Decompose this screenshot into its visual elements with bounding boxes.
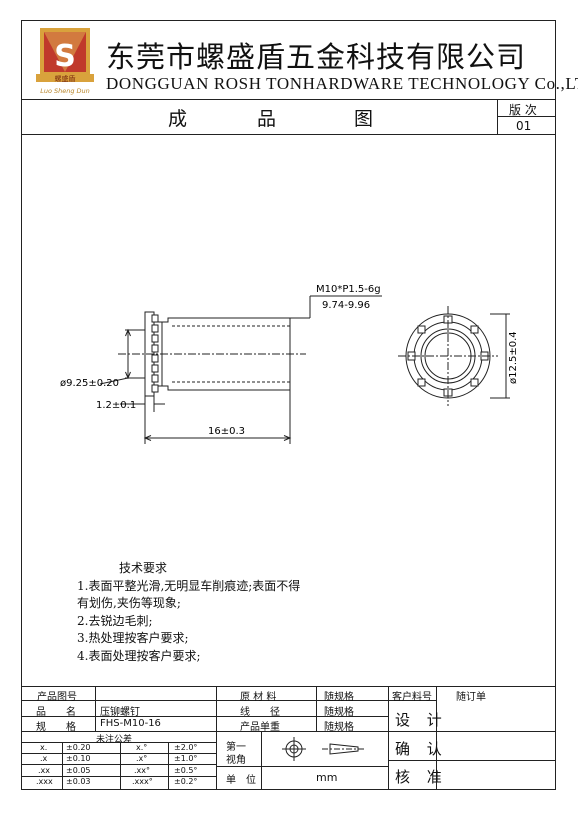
view-label-1: 第一	[226, 742, 246, 753]
thread-spec-label: M10*P1.5-6g	[316, 284, 381, 295]
outer-dia-label: ø12.5±0.4	[508, 331, 519, 384]
sheet-title-char-3: 图	[354, 108, 374, 130]
company-logo: S 螺盛盾 Luo Sheng Dun	[34, 26, 96, 98]
logo-text: 螺盛盾	[55, 74, 76, 83]
company-name-en: DONGGUAN ROSH TONHARDWARE TECHNOLOGY Co.…	[106, 74, 578, 93]
length-label: 16±0.3	[208, 426, 245, 437]
drawing-sheet-border	[21, 20, 556, 790]
approve-label: 核 准	[395, 768, 448, 786]
spec-label: 规 格	[36, 722, 76, 733]
sheet-title-char-2: 品	[257, 108, 277, 130]
header-divider	[21, 99, 556, 100]
part-drawing: M10*P1.5-6g 9.74-9.96 ø9.25±0.20 1.2±0.1…	[60, 284, 519, 444]
tol-row-1-d: ±2.0°	[174, 743, 198, 752]
customer-no-label: 客户料号	[392, 692, 432, 703]
customer-no-value: 随订单	[456, 692, 486, 703]
material-value: 随规格	[324, 692, 354, 703]
flange-thickness-label: 1.2±0.1	[96, 400, 136, 411]
name-label: 品 名	[36, 707, 76, 718]
version-label: 版 次	[509, 103, 537, 117]
unit-label: 单 位	[226, 775, 256, 786]
tol-row-4-a: .xxx	[36, 777, 53, 786]
tol-row-3-c: .xx°	[134, 766, 151, 775]
spec-value: FHS-M10-16	[100, 718, 161, 729]
tol-row-2-b: ±0.10	[66, 754, 91, 763]
view-label-2: 视角	[226, 755, 246, 766]
product-no-label: 产品图号	[37, 692, 77, 703]
thread-range-label: 9.74-9.96	[322, 300, 370, 311]
wire-value: 随规格	[324, 707, 354, 718]
first-angle-projection-icon	[282, 737, 366, 761]
sheet-title-char-1: 成	[168, 108, 188, 130]
design-label: 设 计	[395, 711, 448, 729]
version-value: 01	[516, 119, 532, 133]
wire-label: 线 径	[240, 707, 280, 718]
tol-row-1-b: ±0.20	[66, 743, 91, 752]
tol-row-4-b: ±0.03	[66, 777, 91, 786]
note-line-5: 4.表面处理按客户要求;	[77, 648, 201, 663]
note-line-4: 3.热处理按客户要求;	[77, 631, 189, 645]
tol-row-2-d: ±1.0°	[174, 754, 198, 763]
tol-row-3-b: ±0.05	[66, 766, 91, 775]
logo-letter: S	[54, 39, 76, 74]
note-line-1: 1.表面平整光滑,无明显车削痕迹;表面不得	[77, 578, 301, 593]
header-bottom-divider	[21, 134, 556, 135]
note-line-2: 有划伤,夹伤等现象;	[77, 596, 181, 610]
company-name-cn: 东莞市螺盛盾五金科技有限公司	[106, 40, 527, 74]
tolerance-label: 未注公差	[96, 735, 133, 745]
weight-value: 随规格	[324, 722, 354, 733]
tol-row-3-d: ±0.5°	[174, 766, 198, 775]
note-line-3: 2.去锐边毛刺;	[77, 613, 153, 628]
notes-title: 技术要求	[119, 561, 168, 575]
weight-label: 产品单重	[240, 722, 280, 733]
version-mid-divider	[497, 116, 556, 117]
flange-dia-label: ø9.25±0.20	[60, 378, 119, 389]
confirm-label: 确 认	[395, 740, 448, 758]
tol-row-2-a: .x	[40, 754, 48, 763]
logo-pinyin: Luo Sheng Dun	[40, 87, 90, 95]
material-label: 原 材 料	[240, 692, 277, 703]
tol-row-4-c: .xxx°	[132, 777, 153, 786]
tol-row-1-c: x.°	[136, 743, 148, 752]
tol-row-3-a: .xx	[38, 766, 51, 775]
unit-value: mm	[316, 771, 338, 784]
knurl-teeth	[151, 314, 159, 393]
tol-row-4-d: ±0.2°	[174, 777, 198, 786]
tol-row-1-a: x.	[40, 743, 48, 752]
technical-requirements: 技术要求 1.表面平整光滑,无明显车削痕迹;表面不得 有划伤,夹伤等现象; 2.…	[77, 560, 300, 665]
tol-row-2-c: .x°	[136, 754, 148, 763]
name-value: 压铆螺钉	[100, 707, 140, 718]
